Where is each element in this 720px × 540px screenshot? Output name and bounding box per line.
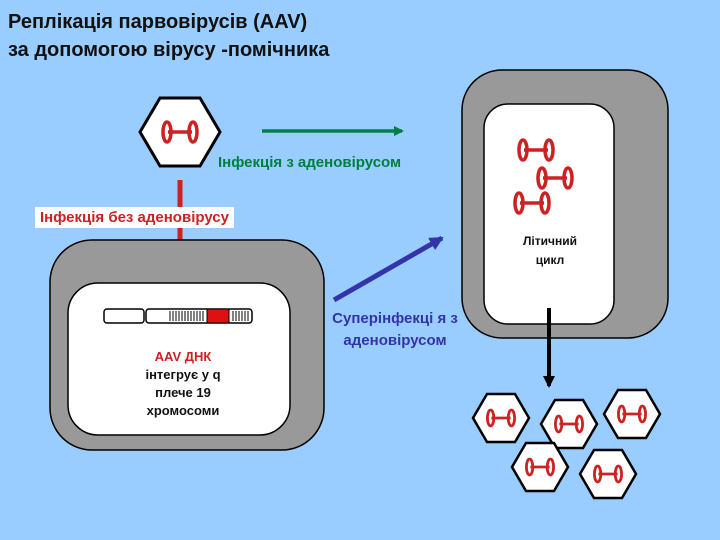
- integration-line-2: плече 19: [155, 385, 211, 400]
- progeny-virion: [604, 390, 660, 438]
- slide-title: Реплікація парвовірусів (AAV) за допомог…: [8, 8, 329, 64]
- lytic-host-cell: [461, 69, 669, 339]
- title-line-1: Реплікація парвовірусів (AAV): [8, 11, 308, 33]
- label-adenovirus-infection: Інфекція з аденовірусом: [218, 154, 402, 171]
- label-superinfection: Суперінфекці я з аденовірусом: [332, 310, 458, 349]
- title-line-2: за допомогою вірусу -помічника: [8, 39, 330, 61]
- progeny-virion: [473, 394, 529, 442]
- aav-virion: [140, 98, 220, 166]
- integration-line-1: інтегрує у q: [145, 367, 221, 382]
- label-aav-dna: AAV ДНК: [154, 349, 212, 364]
- progeny-virion: [541, 400, 597, 448]
- arrow-superinfection: [332, 235, 444, 303]
- integrated-aav-dna: [206, 308, 230, 324]
- lytic-line-2: цикл: [535, 253, 565, 267]
- label-no-adenovirus-infection: Інфекція без аденовірусу: [35, 207, 234, 228]
- chromosome-19: [103, 308, 253, 324]
- lytic-line-1: Літичний: [523, 234, 577, 248]
- integration-line-3: хромосоми: [146, 403, 220, 418]
- label-integration: AAV ДНК інтегрує у q плече 19 хромосоми: [108, 348, 258, 420]
- progeny-virion: [580, 450, 636, 498]
- label-lytic-cycle: Літичний цикл: [490, 232, 610, 270]
- progeny-virion: [512, 443, 568, 491]
